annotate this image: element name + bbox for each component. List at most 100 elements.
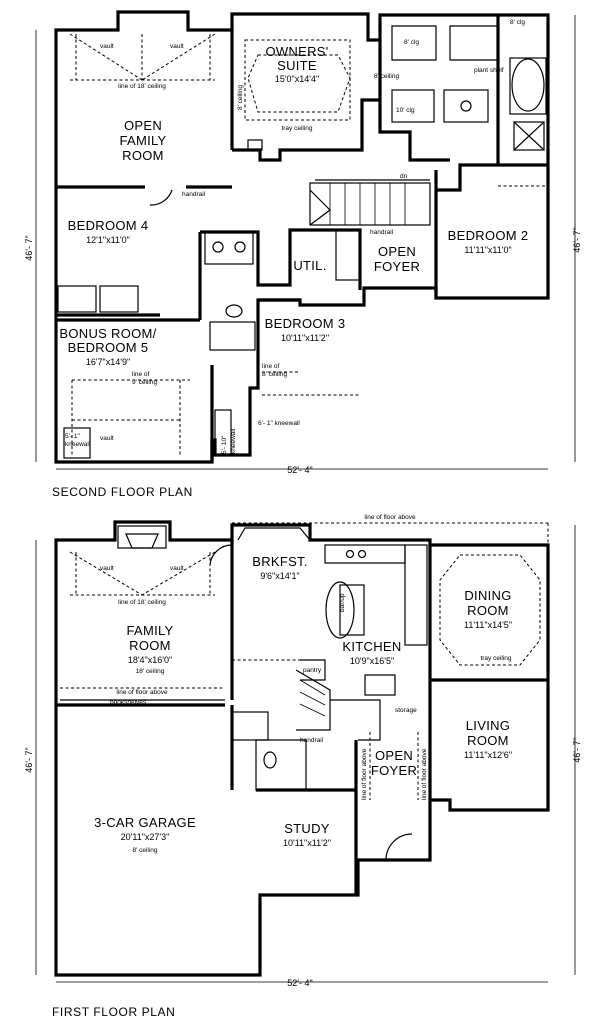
family-l1: FAMILY xyxy=(126,623,173,638)
line-18-ceiling-label: line of 18' ceiling xyxy=(118,83,166,90)
family-open-l2: FAMILY xyxy=(119,133,166,148)
line-9-l2: 9' ceiling xyxy=(132,379,157,386)
bedroom4-door-swing xyxy=(149,189,173,206)
eight-ceiling-label: 8' ceiling xyxy=(374,73,399,80)
first-floor-title: FIRST FLOOR PLAN xyxy=(52,1005,175,1019)
fireplace xyxy=(117,525,167,549)
family-open-l3: ROOM xyxy=(122,148,164,163)
first-floor-labels: BRKFST. 9'6"x14'1" DINING ROOM 11'11"x14… xyxy=(24,514,582,1019)
shower-x xyxy=(513,121,545,151)
suite-closet-door xyxy=(247,139,263,151)
tub-surround xyxy=(509,57,547,115)
foyer2-l1: OPEN xyxy=(378,244,416,259)
dining-size: 11'11"x14'5" xyxy=(464,620,512,630)
garage-ceiling: 8' ceiling xyxy=(132,847,157,854)
hall-bath-vanity xyxy=(204,231,254,265)
top-floor-above-label: line of floor above xyxy=(364,514,416,521)
bedroom4-name: BEDROOM 4 xyxy=(68,218,149,233)
plant-shelf-label: plant shelf xyxy=(474,67,504,74)
handrail-label-1: handrail xyxy=(182,191,206,198)
stair-first-treads xyxy=(299,679,326,717)
kitchen-sink-a xyxy=(345,549,355,559)
dn-label: dn xyxy=(400,173,408,180)
stair-upper xyxy=(309,182,431,226)
foyer-floor-above-a: line of floor above xyxy=(361,748,368,800)
powder-toilet xyxy=(263,751,277,769)
study-name: STUDY xyxy=(284,821,330,836)
first-depth-dim-right: 46'- 7" xyxy=(572,737,582,762)
bedroom2-north-wall2 xyxy=(436,163,498,192)
kneewall-5-10-a: 5'- 10" xyxy=(221,435,228,454)
family-vault-a xyxy=(69,551,143,596)
kitchen-island-box xyxy=(339,584,365,636)
sink-b xyxy=(234,241,246,253)
bonus-l2: BEDROOM 5 xyxy=(68,340,149,355)
kitchen-island xyxy=(325,581,355,639)
util-name: UTIL. xyxy=(293,258,326,273)
family-open-l1: OPEN xyxy=(124,118,162,133)
second-width-dim: 52'- 4" xyxy=(287,465,312,475)
powder-room xyxy=(255,739,307,791)
stair-landing xyxy=(309,189,331,226)
brkfst-size: 9'6"x14'1" xyxy=(260,571,299,581)
dining-tray xyxy=(439,554,541,666)
bedroom3-name: BEDROOM 3 xyxy=(265,316,346,331)
tray-ceiling-label: tray ceiling xyxy=(281,125,312,132)
closet-b xyxy=(449,25,499,61)
second-depth-dim-right: 46'- 7" xyxy=(572,227,582,252)
family-floor-above-label: line of floor above xyxy=(116,689,168,696)
bathtub xyxy=(511,58,545,112)
bedroom3-size: 10'11"x11'2" xyxy=(281,333,329,343)
line-8-l2: 8' ceiling xyxy=(262,371,287,378)
eight-ceiling-vertical: 8' ceiling xyxy=(237,85,244,110)
second-depth-dim-left: 46'- 7" xyxy=(24,235,34,260)
bedroom2-size: 11'11"x11'0" xyxy=(464,245,511,255)
family-door-swing xyxy=(209,544,233,566)
second-floor-title: SECOND FLOOR PLAN xyxy=(52,485,193,499)
family-line-18-label: line of 18' ceiling xyxy=(118,599,166,606)
line-8-l1: line of xyxy=(262,363,280,370)
bonus-l1: BONUS ROOM/ xyxy=(59,326,156,341)
stair-rail xyxy=(330,699,381,741)
vault-label-2: vault xyxy=(170,43,184,50)
living-l1: LIVING xyxy=(466,718,510,733)
stair-treads xyxy=(329,183,406,225)
vault-label-1: vault xyxy=(100,43,114,50)
garage-name: 3-CAR GARAGE xyxy=(94,815,196,830)
suite-south-wall xyxy=(232,98,380,162)
util-appliance xyxy=(335,229,361,281)
bonus-size: 16'7"x14'9" xyxy=(86,357,130,367)
bookshelves-label: bookshelves xyxy=(110,699,147,706)
sink-a xyxy=(212,241,224,253)
eight-clg-a: 8' clg xyxy=(404,39,419,46)
vanity xyxy=(443,89,489,123)
hall-bath-tub xyxy=(209,321,256,351)
pantry-label: pantry xyxy=(303,667,322,674)
storage-label: storage xyxy=(395,707,417,714)
ten-clg-label: 10' clg xyxy=(396,107,415,114)
bedroom2-name: BEDROOM 2 xyxy=(448,228,529,243)
study-size: 10'11"x11'2" xyxy=(283,838,331,848)
tray-inner xyxy=(247,54,351,113)
family-vault-label-1: vault xyxy=(100,565,114,572)
kneewall-5-1-b: kneewall xyxy=(65,441,91,448)
bedroom4-closet-a xyxy=(57,285,97,313)
snack-bar-label: bar/up xyxy=(339,593,346,612)
bonus-kneewall-box xyxy=(63,427,91,459)
bedroom4-closet-b xyxy=(99,285,139,313)
front-door-swing xyxy=(385,833,413,861)
bonus-vault-label: vault xyxy=(100,435,114,442)
foyer1-l1: OPEN xyxy=(375,748,413,763)
owners-suite-name-l1: OWNERS' xyxy=(265,44,328,59)
family-vault-b xyxy=(141,551,216,596)
family-size: 18'4"x16'0" xyxy=(128,655,172,665)
sink xyxy=(460,100,472,112)
kitchen-sink-b xyxy=(357,549,367,559)
shower xyxy=(513,121,545,151)
family-vault-label-2: vault xyxy=(170,565,184,572)
foyer2-l2: FOYER xyxy=(374,259,420,274)
first-floor-outer-wall xyxy=(54,520,550,977)
brkfst-name: BRKFST. xyxy=(252,554,308,569)
kneewall-6-label: 6'- 1" kneewall xyxy=(258,420,300,427)
